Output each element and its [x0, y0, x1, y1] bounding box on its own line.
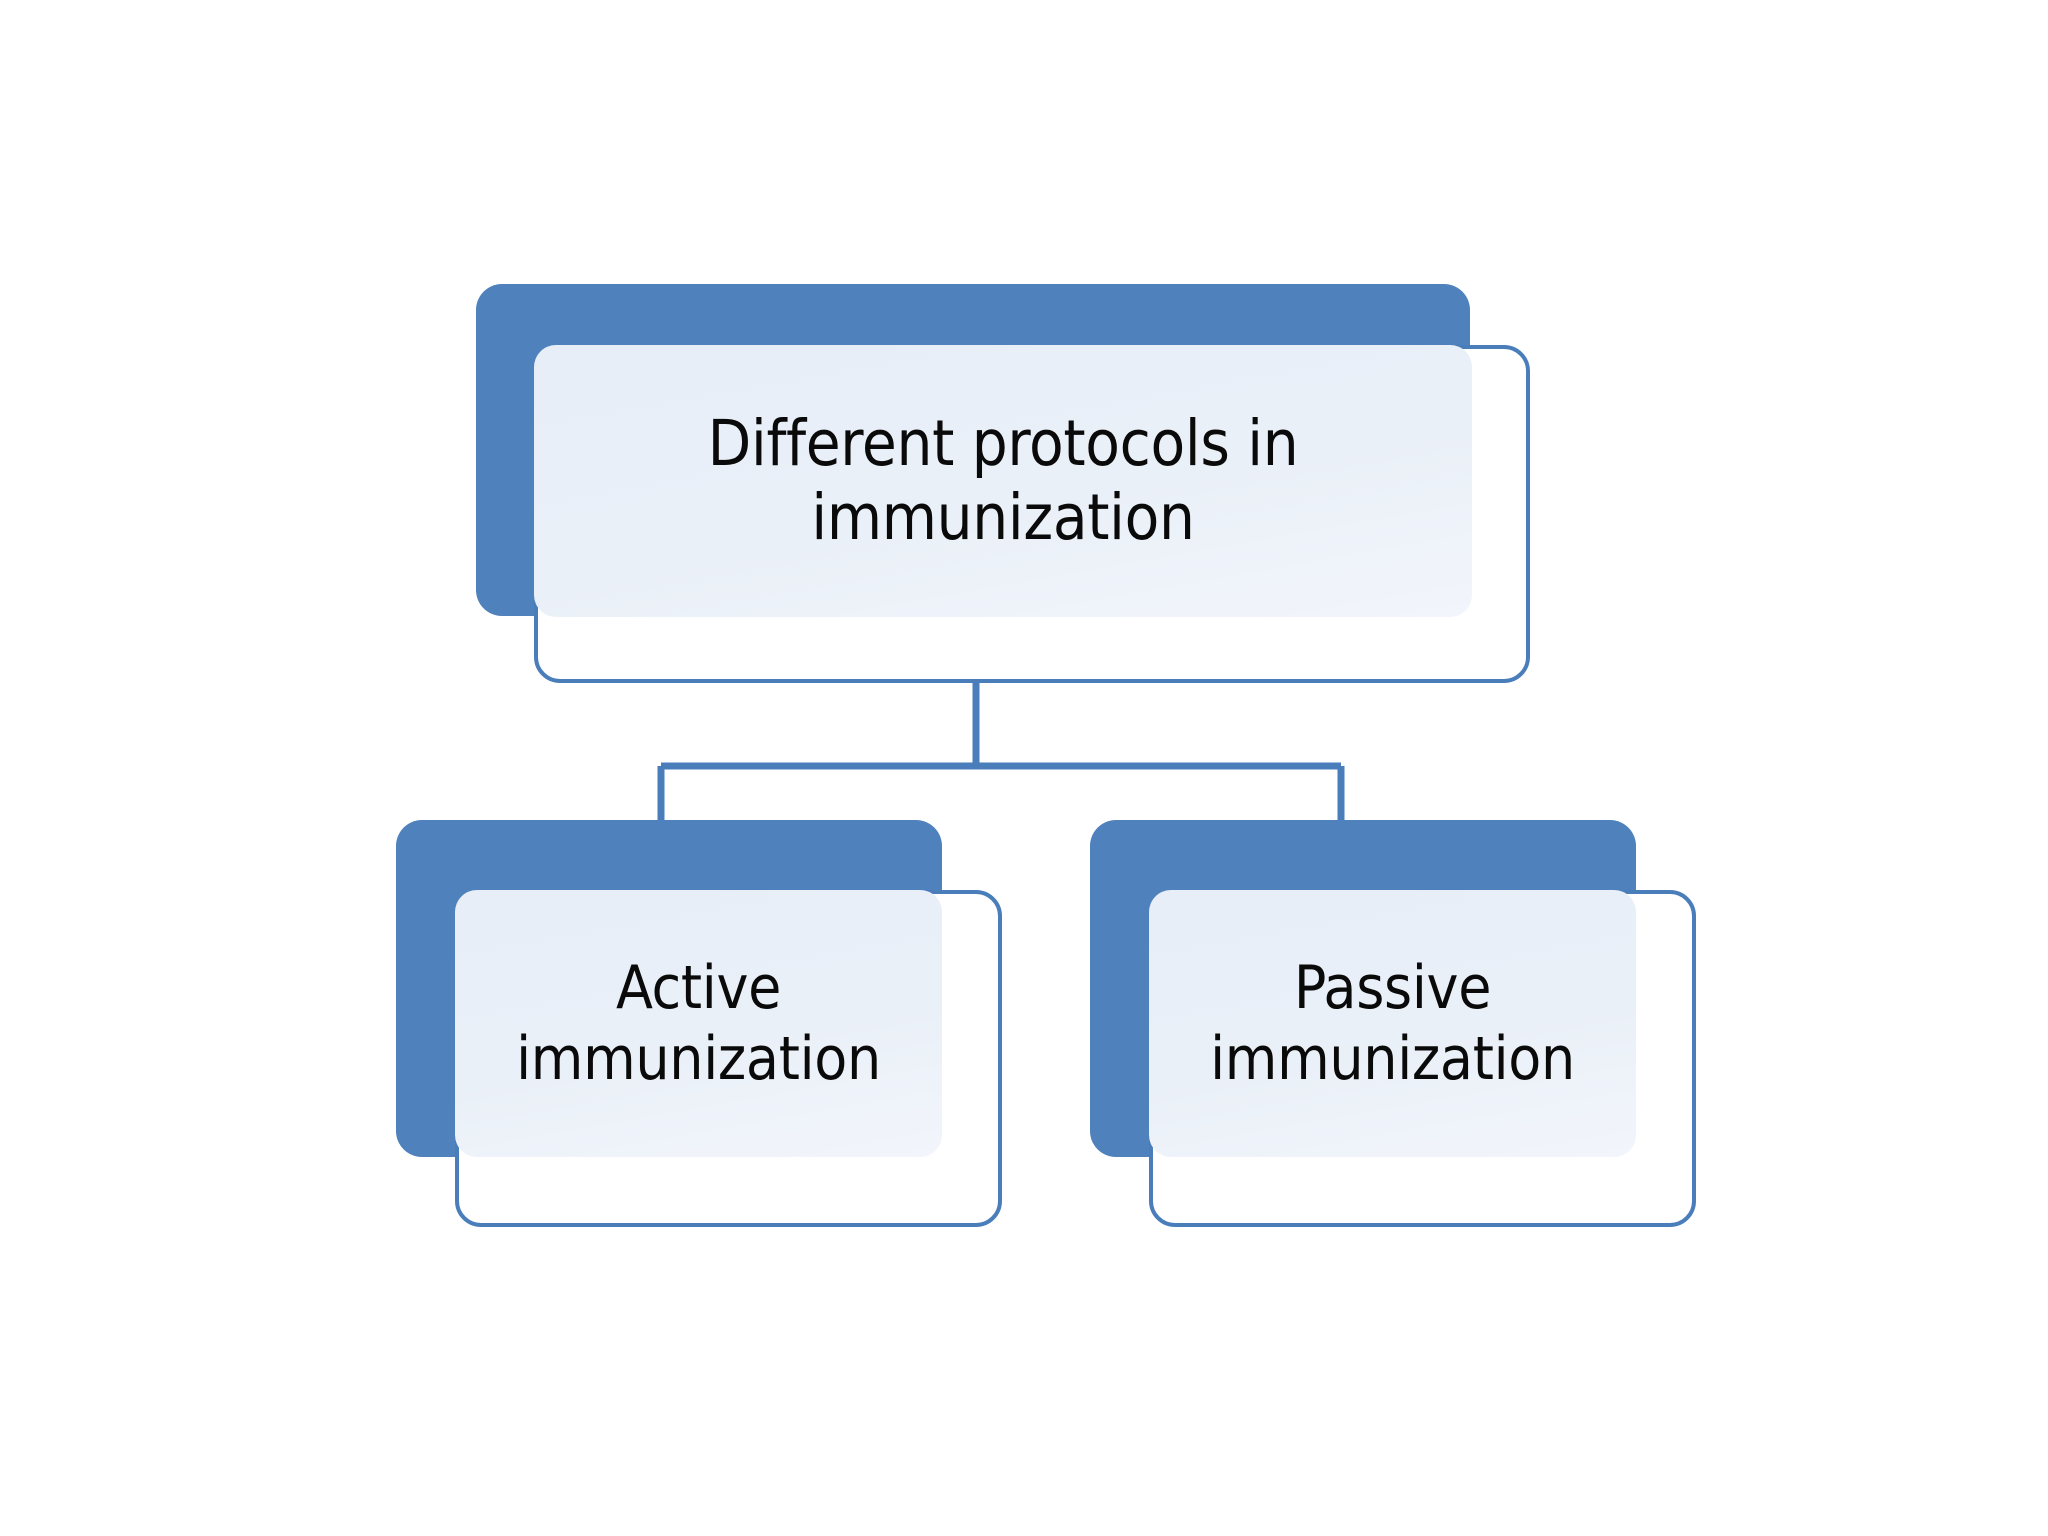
node-root-face[interactable]: Different protocols in immunization	[534, 345, 1472, 617]
node-active-face[interactable]: Active immunization	[455, 890, 942, 1157]
node-passive-face[interactable]: Passive immunization	[1149, 890, 1636, 1157]
node-root-label: Different protocols in immunization	[707, 406, 1299, 554]
node-active-label: Active immunization	[516, 952, 881, 1094]
node-passive-label: Passive immunization	[1210, 952, 1575, 1094]
